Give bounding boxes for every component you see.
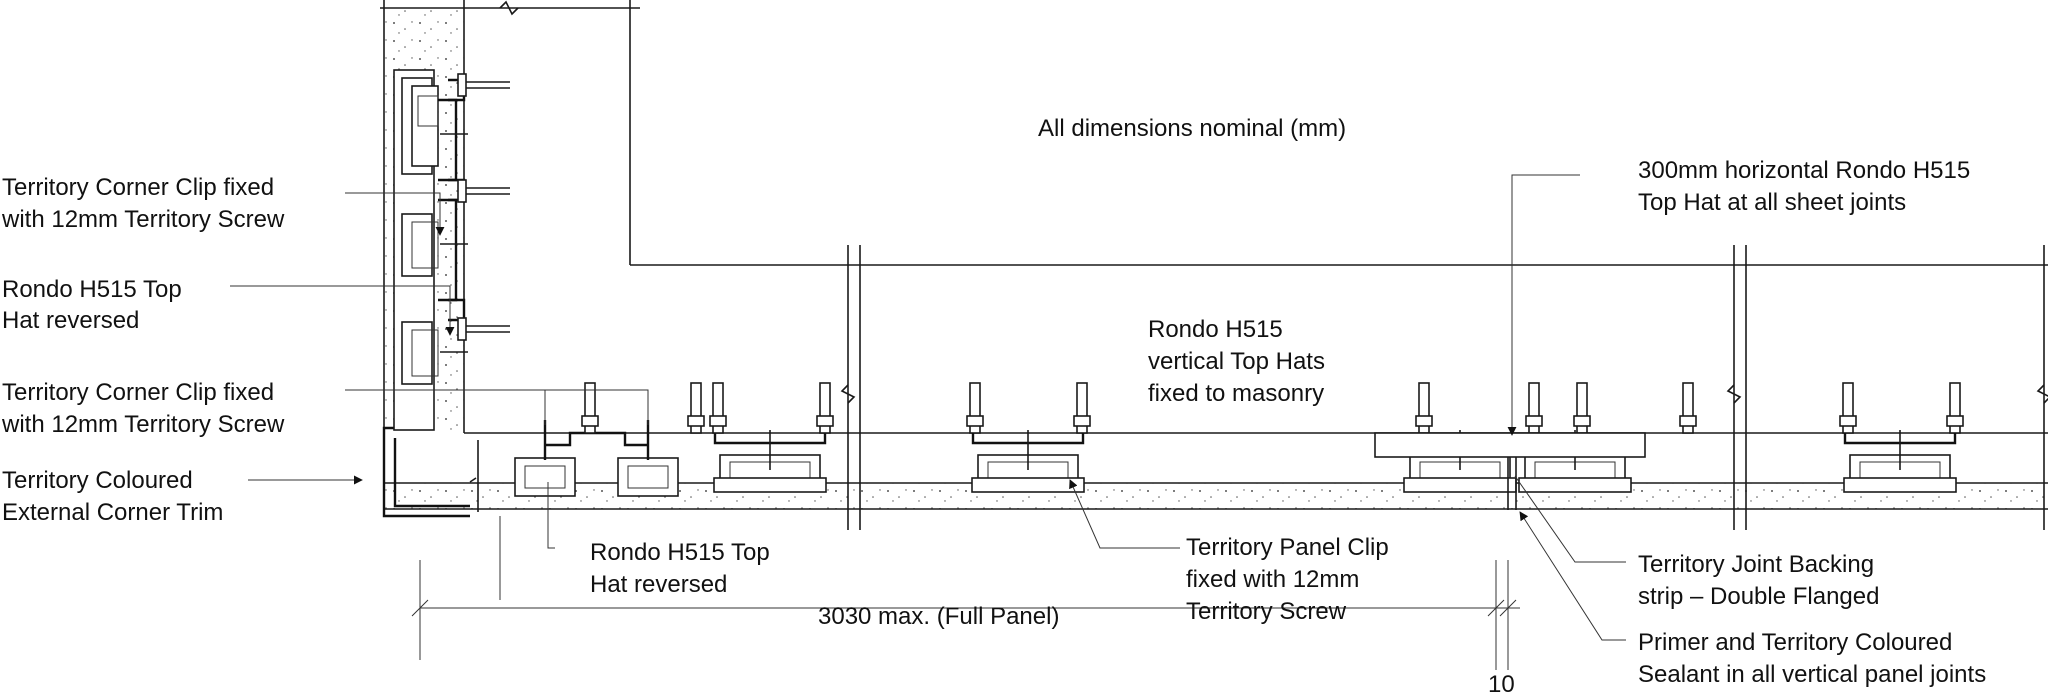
top-hat-assemblies <box>514 382 1964 497</box>
label-panel-clip: Territory Panel Clip fixed with 12mm Ter… <box>1186 534 1389 625</box>
label-sealant-line1: Primer and Territory Coloured <box>1638 629 1952 656</box>
label-top-hat-reversed-left: Rondo H515 Top Hat reversed <box>2 276 182 334</box>
anchor-bolt <box>1073 382 1091 434</box>
label-vertical-top-hats: Rondo H515 vertical Top Hats fixed to ma… <box>1148 316 1325 407</box>
anchor-bolt <box>1679 382 1697 434</box>
panel-clip <box>713 430 827 493</box>
reversed-top-hat <box>617 420 679 497</box>
anchor-bolt <box>1573 382 1591 434</box>
label-corner-trim: Territory Coloured External Corner Trim <box>2 467 223 526</box>
dimension-full-panel: 3030 max. (Full Panel) <box>818 603 1059 630</box>
reversed-top-hat <box>514 420 576 497</box>
label-corner-clip-lower-line2: with 12mm Territory Screw <box>1 411 285 438</box>
label-sealant: Primer and Territory Coloured Sealant in… <box>1638 629 1986 688</box>
label-panel-clip-line3: Territory Screw <box>1186 598 1347 625</box>
label-corner-clip-upper: Territory Corner Clip fixed with 12mm Te… <box>1 174 285 233</box>
label-vertical-top-hats-line2: vertical Top Hats <box>1148 348 1325 375</box>
label-corner-trim-line1: Territory Coloured <box>2 467 193 494</box>
anchor-bolt <box>709 382 727 434</box>
label-top-hat-reversed-left-line2: Hat reversed <box>2 307 139 334</box>
label-panel-clip-line2: fixed with 12mm <box>1186 566 1359 593</box>
anchor-bolt <box>816 382 834 434</box>
anchor-bolt <box>966 382 984 434</box>
label-top-hat-300-line1: 300mm horizontal Rondo H515 <box>1638 157 1970 184</box>
label-vertical-top-hats-line1: Rondo H515 <box>1148 316 1283 343</box>
left-wall-clips <box>401 77 466 385</box>
anchor-bolt <box>1525 382 1543 434</box>
panel-clip <box>1403 430 1517 493</box>
anchor-bolt <box>581 382 599 434</box>
dimension-line <box>411 516 1520 670</box>
left-wall-bolts <box>440 73 510 353</box>
label-joint-backing-line2: strip – Double Flanged <box>1638 583 1879 610</box>
anchor-bolt <box>1415 382 1433 434</box>
label-corner-clip-upper-line1: Territory Corner Clip fixed <box>2 174 274 201</box>
label-top-hat-300: 300mm horizontal Rondo H515 Top Hat at a… <box>1638 157 1970 216</box>
anchor-bolt <box>687 382 705 434</box>
leader-lines <box>230 174 1626 641</box>
label-corner-clip-lower: Territory Corner Clip fixed with 12mm Te… <box>1 379 285 438</box>
label-vertical-top-hats-line3: fixed to masonry <box>1148 380 1324 407</box>
reversed-top-hat-profile <box>545 431 648 447</box>
masonry-core-outline <box>629 0 2048 266</box>
dimensions-note: All dimensions nominal (mm) <box>1038 115 1346 142</box>
label-top-hat-reversed-bottom-line1: Rondo H515 Top <box>590 539 770 566</box>
break-line-top <box>380 0 640 16</box>
label-top-hat-reversed-left-line1: Rondo H515 Top <box>2 276 182 303</box>
panel-clip <box>1843 430 1957 493</box>
label-corner-clip-lower-line1: Territory Corner Clip fixed <box>2 379 274 406</box>
label-top-hat-reversed-bottom: Rondo H515 Top Hat reversed <box>590 539 770 598</box>
label-sealant-line2: Sealant in all vertical panel joints <box>1638 661 1986 688</box>
label-panel-clip-line1: Territory Panel Clip <box>1186 534 1389 561</box>
break-lines-horizontal <box>840 245 2048 530</box>
anchor-bolt <box>1946 382 1964 434</box>
panel-clip <box>971 430 1085 493</box>
label-corner-trim-line2: External Corner Trim <box>2 499 223 526</box>
label-top-hat-300-line2: Top Hat at all sheet joints <box>1638 189 1906 216</box>
label-joint-backing: Territory Joint Backing strip – Double F… <box>1638 551 1879 610</box>
label-corner-clip-upper-line2: with 12mm Territory Screw <box>1 206 285 233</box>
anchor-bolt <box>1839 382 1857 434</box>
label-joint-backing-line1: Territory Joint Backing <box>1638 551 1874 578</box>
dimension-joint-gap: 10 <box>1488 671 1515 693</box>
label-top-hat-reversed-bottom-line2: Hat reversed <box>590 571 727 598</box>
